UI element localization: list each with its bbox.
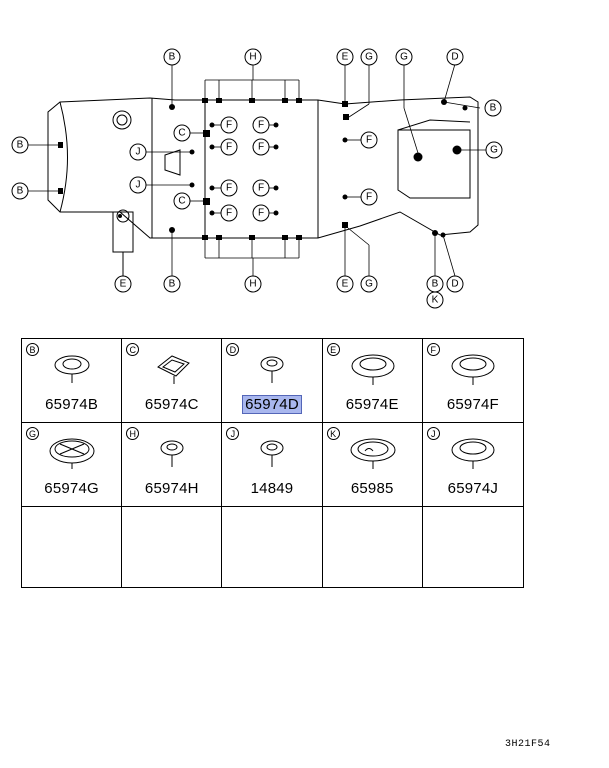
part-number: 65974E xyxy=(323,396,422,413)
part-number-text: 65974B xyxy=(45,396,99,413)
svg-text:F: F xyxy=(258,142,264,153)
part-cell: B 65974B xyxy=(22,339,123,423)
svg-text:F: F xyxy=(226,142,232,153)
part-number: 65974B xyxy=(22,396,121,413)
small-grommet-icon xyxy=(242,351,302,391)
cross-plug-icon xyxy=(42,435,102,475)
part-cell: F 65974F xyxy=(422,339,523,423)
svg-text:F: F xyxy=(258,183,264,194)
part-number-text: 65974E xyxy=(345,396,399,413)
callout-h: H xyxy=(249,279,256,290)
part-cell: D 65974D xyxy=(222,339,323,423)
svg-text:G: G xyxy=(490,145,498,156)
callout-b: B xyxy=(169,279,176,290)
svg-text:E: E xyxy=(120,279,127,290)
svg-text:F: F xyxy=(258,120,264,131)
svg-text:E: E xyxy=(342,279,349,290)
part-number: 65985 xyxy=(323,480,422,497)
svg-text:D: D xyxy=(451,279,458,290)
callout-h: H xyxy=(249,52,256,63)
svg-text:F: F xyxy=(258,208,264,219)
part-number: 65974J xyxy=(423,480,523,497)
part-cell xyxy=(122,507,223,587)
part-letter: D xyxy=(226,343,240,356)
part-number-text: 65985 xyxy=(350,480,394,497)
svg-text:B: B xyxy=(490,103,497,114)
svg-text:J: J xyxy=(136,147,141,158)
svg-text:K: K xyxy=(432,295,439,306)
svg-text:E: E xyxy=(342,52,349,63)
part-cell: J 65974J xyxy=(422,423,523,507)
callout-c: C xyxy=(178,128,185,139)
svg-text:G: G xyxy=(400,52,408,63)
parts-table: B 65974B C 65974C D 65974D E 65974E F 65974F G 6597… xyxy=(21,338,524,588)
part-number: 65974G xyxy=(22,480,121,497)
round-grommet-icon xyxy=(42,351,102,391)
part-number: 14849 xyxy=(222,480,321,497)
part-letter: B xyxy=(26,343,39,356)
part-cell: G 65974G xyxy=(22,423,123,507)
part-number: 65974F xyxy=(423,396,523,413)
svg-text:F: F xyxy=(226,183,232,194)
part-letter: E xyxy=(326,343,340,356)
part-number-text: 65974C xyxy=(144,396,199,413)
part-number-text: 65974D xyxy=(242,395,302,414)
small-grommet-icon xyxy=(142,435,202,475)
part-letter: J xyxy=(226,427,240,440)
square-plug-icon xyxy=(142,351,202,391)
part-number[interactable]: 65974D xyxy=(222,395,321,414)
part-cell: C 65974C xyxy=(122,339,223,423)
large-grommet-icon xyxy=(443,351,503,391)
part-cell: K 65985 xyxy=(322,423,423,507)
part-number: 65974H xyxy=(122,480,221,497)
deep-plug-icon xyxy=(343,435,403,475)
svg-text:F: F xyxy=(366,135,372,146)
part-cell xyxy=(423,507,523,587)
part-cell xyxy=(222,507,323,587)
part-letter: F xyxy=(426,343,440,356)
callout-b: B xyxy=(169,52,176,63)
part-number-text: 65974F xyxy=(446,396,499,413)
part-letter: C xyxy=(126,343,140,356)
part-cell: H 65974H xyxy=(122,423,223,507)
part-cell xyxy=(22,507,123,587)
part-cell: E 65974E xyxy=(322,339,423,423)
svg-text:J: J xyxy=(136,180,141,191)
part-number-text: 14849 xyxy=(250,480,294,497)
part-number-text: 65974H xyxy=(144,480,199,497)
part-letter: H xyxy=(126,427,140,440)
svg-text:G: G xyxy=(365,279,373,290)
large-grommet-icon xyxy=(343,351,403,391)
svg-text:G: G xyxy=(365,52,373,63)
svg-text:F: F xyxy=(226,120,232,131)
part-number-text: 65974J xyxy=(447,480,499,497)
small-grommet-icon xyxy=(242,435,302,475)
svg-text:D: D xyxy=(451,52,458,63)
diagram-code: 3H21F54 xyxy=(505,739,551,750)
callout-c: C xyxy=(178,196,185,207)
part-letter: G xyxy=(26,427,39,440)
part-number-text: 65974G xyxy=(44,480,99,497)
svg-text:B: B xyxy=(432,279,439,290)
part-letter: J xyxy=(426,427,440,440)
svg-text:F: F xyxy=(366,192,372,203)
part-cell xyxy=(323,507,423,587)
large-grommet-icon xyxy=(443,435,503,475)
part-number: 65974C xyxy=(122,396,221,413)
svg-text:F: F xyxy=(226,208,232,219)
part-cell: J 14849 xyxy=(222,423,323,507)
callout-b: B xyxy=(17,140,24,151)
callout-b: B xyxy=(17,186,24,197)
part-letter: K xyxy=(326,427,340,440)
